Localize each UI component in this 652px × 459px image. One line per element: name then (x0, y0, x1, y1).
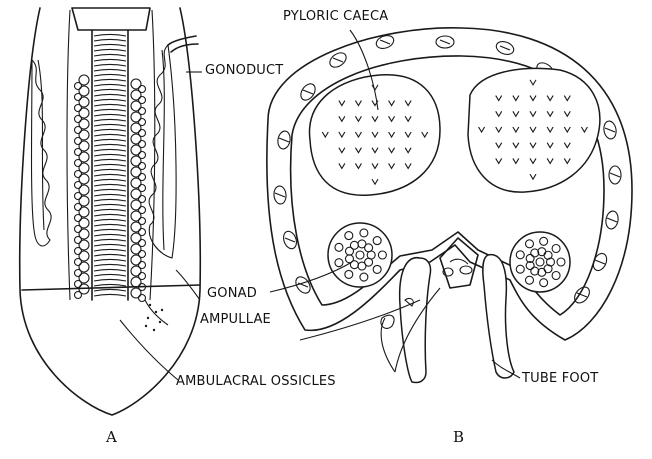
panel-label-a: A (106, 428, 117, 446)
ambulacral-ossicles-column (92, 30, 128, 300)
tube-foot-left (400, 258, 431, 383)
label-gonad: GONAD (207, 286, 257, 301)
label-pyloric-caeca: PYLORIC CAECA (283, 9, 388, 24)
cross-section-view (267, 28, 632, 383)
panel-label-b: B (453, 428, 464, 446)
label-ampullae: AMPULLAE (200, 312, 271, 327)
tube-foot-right (483, 255, 514, 378)
label-tube-foot: TUBE FOOT (522, 371, 598, 386)
label-ambulacral-ossicles: AMBULACRAL OSSICLES (176, 374, 336, 389)
label-gonoduct: GONODUCT (205, 63, 283, 78)
arm-dissection-view (20, 8, 201, 415)
leader-lines (120, 30, 520, 380)
